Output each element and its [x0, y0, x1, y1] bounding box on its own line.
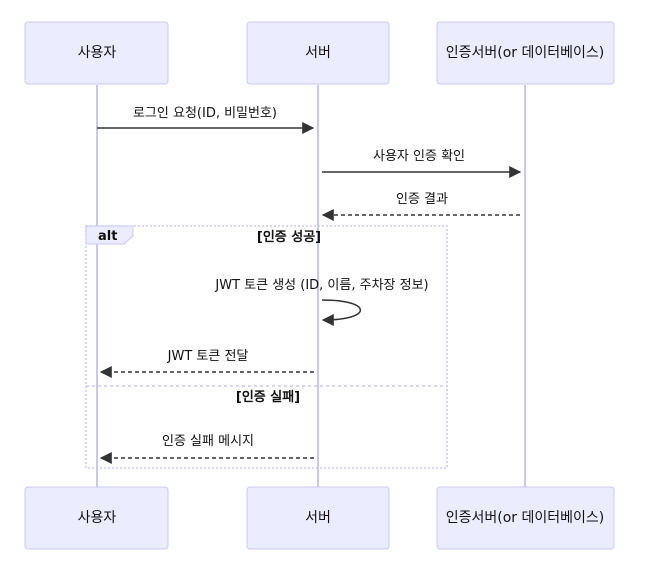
alt-frame-border [85, 225, 448, 469]
actor-label: 인증서버(or 데이터베이스) [446, 45, 605, 61]
message-auth-result: 인증 결과 [321, 192, 520, 221]
alt-frame: alt [인증 성공] [인증 실패] [85, 225, 448, 469]
actor-box [436, 21, 615, 85]
actor-user-top: 사용자 [24, 21, 169, 85]
message-label: 사용자 인증 확인 [373, 149, 465, 164]
actor-box [24, 21, 169, 85]
message-login-request: 로그인 요청(ID, 비밀번호) [97, 106, 315, 134]
message-auth-check: 사용자 인증 확인 [322, 149, 522, 178]
actor-box [436, 486, 615, 550]
message-label: 로그인 요청(ID, 비밀번호) [133, 106, 277, 121]
actor-label: 사용자 [78, 45, 117, 61]
actor-box [24, 486, 169, 550]
actor-box [246, 486, 390, 550]
message-jwt-deliver: JWT 토큰 전달 [99, 349, 314, 378]
actor-auth-top: 인증서버(or 데이터베이스) [436, 21, 615, 85]
message-label: 인증 실패 메시지 [162, 434, 254, 449]
actor-box [246, 21, 390, 85]
alt-tag-box [85, 225, 134, 245]
actor-server-top: 서버 [246, 21, 390, 85]
alt-tag-label: alt [98, 229, 117, 244]
message-label: JWT 토큰 전달 [167, 349, 249, 364]
actor-label: 인증서버(or 데이터베이스) [446, 510, 605, 526]
actor-auth-bottom: 인증서버(or 데이터베이스) [436, 486, 615, 550]
actor-label: 서버 [305, 510, 331, 526]
message-label: JWT 토큰 생성 (ID, 이름, 주차장 정보) [214, 278, 428, 293]
actor-label: 사용자 [78, 510, 117, 526]
alt-condition-success: [인증 성공] [257, 229, 321, 245]
alt-condition-failure: [인증 실패] [236, 389, 300, 405]
actor-label: 서버 [305, 45, 331, 61]
message-label: 인증 결과 [396, 192, 448, 207]
actor-server-bottom: 서버 [246, 486, 390, 550]
message-auth-fail: 인증 실패 메시지 [99, 434, 314, 464]
actor-user-bottom: 사용자 [24, 486, 169, 550]
message-jwt-create: JWT 토큰 생성 (ID, 이름, 주차장 정보) [214, 278, 429, 326]
message-self-loop [321, 299, 361, 326]
